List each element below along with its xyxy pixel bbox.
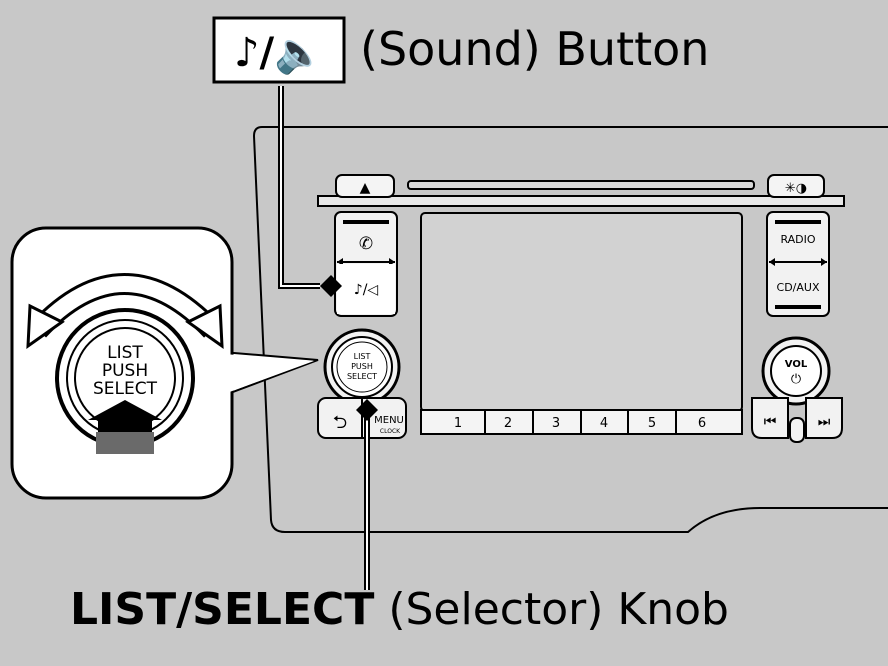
dashboard-outline — [252, 126, 888, 533]
cd-slot-strip — [317, 180, 845, 207]
volume-label: VOL — [785, 359, 808, 370]
preset-button-3[interactable]: 3 — [552, 416, 560, 431]
preset-button-1[interactable]: 1 — [454, 416, 462, 431]
volume-knob[interactable] — [761, 336, 831, 406]
menu-button[interactable]: MENU — [374, 415, 404, 426]
selector-knob[interactable] — [323, 328, 401, 406]
eject-icon: ▲ — [360, 180, 371, 196]
preset-button-5[interactable]: 5 — [648, 416, 656, 431]
right-button-column — [766, 211, 830, 317]
left-button-column — [334, 211, 398, 317]
cd-aux-button[interactable]: CD/AUX — [777, 281, 820, 294]
zoom-label-select: SELECT — [93, 379, 158, 399]
knob-label-list: LIST — [354, 352, 371, 361]
zoom-inset — [10, 226, 319, 500]
display-button[interactable]: ✳◑ — [767, 174, 825, 198]
sound-icon: ♪/◁ — [354, 282, 379, 298]
knob-label-push: PUSH — [351, 362, 373, 371]
zoom-label-list: LIST — [107, 343, 143, 363]
preset-bar — [420, 409, 743, 435]
selector-knob-callout-rest: (Selector) Knob — [374, 584, 729, 635]
preset-button-6[interactable]: 6 — [698, 416, 706, 431]
knob-leader-line — [356, 399, 378, 590]
sound-symbol-box: ♪/🔈 — [212, 16, 346, 84]
power-icon: ⏻ — [791, 372, 801, 387]
phone-button[interactable]: ✆ — [359, 234, 373, 254]
preset-button-4[interactable]: 4 — [600, 416, 608, 431]
selector-knob-callout: LIST/SELECT (Selector) Knob — [70, 584, 729, 635]
seek-back-button[interactable]: ⏮ — [764, 414, 777, 430]
display-brightness-icon: ✳◑ — [785, 181, 807, 196]
sound-button[interactable]: ♪/◁ — [354, 282, 379, 298]
radio-button[interactable]: RADIO — [780, 233, 815, 246]
seek-forward-button[interactable]: ⏭ — [818, 414, 831, 430]
sound-button-callout: (Sound) Button — [360, 22, 709, 76]
knob-label-select: SELECT — [347, 372, 377, 381]
back-button[interactable]: ⮌ — [333, 412, 347, 433]
preset-button-2[interactable]: 2 — [504, 416, 512, 431]
sound-symbol-icon: ♪/🔈 — [234, 30, 324, 76]
eject-button[interactable]: ▲ — [335, 174, 395, 198]
phone-icon: ✆ — [359, 234, 373, 254]
zoom-label-push: PUSH — [102, 361, 148, 381]
display-screen — [420, 212, 743, 412]
sound-leader-line — [278, 86, 342, 297]
clock-label: CLOCK — [380, 428, 401, 435]
seek-buttons — [751, 397, 843, 443]
sound-button-callout-text: (Sound) Button — [360, 22, 710, 76]
selector-knob-callout-bold: LIST/SELECT — [70, 584, 375, 635]
